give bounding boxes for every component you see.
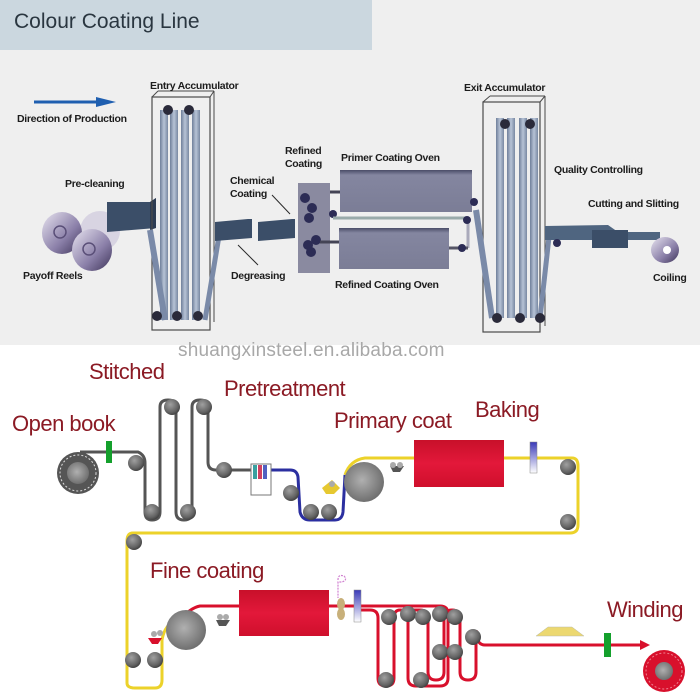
red-section-rollers (378, 606, 481, 688)
primer-coating-oven (340, 170, 472, 212)
baking-oven (414, 440, 504, 487)
winding-arrow-icon (640, 640, 650, 650)
label-chemical-coating-line2: Coating (230, 188, 267, 200)
fine-coating-gauge (353, 589, 362, 623)
label-chemical-coating-line1: Chemical (230, 175, 275, 187)
return-roller-bottom (560, 514, 576, 530)
payoff-reels-icon (42, 211, 120, 271)
turn-roller (126, 534, 142, 550)
label-quality-controlling: Quality Controlling (554, 164, 643, 176)
entry-accumulator (147, 90, 223, 331)
degreasing-unit (215, 219, 252, 241)
label-entry-accumulator: Entry Accumulator (150, 80, 239, 92)
winding-marker (604, 633, 611, 657)
title-bar: Colour Coating Line (0, 0, 372, 50)
inspection-table (535, 626, 585, 637)
label-exit-accumulator: Exit Accumulator (464, 82, 546, 94)
label-refined-coating-oven: Refined Coating Oven (335, 279, 439, 291)
chemical-coating-unit (258, 219, 295, 241)
return-roller-top (560, 459, 576, 475)
label-coiling: Coiling (653, 272, 687, 284)
label-primer-coating-oven: Primer Coating Oven (341, 152, 440, 164)
label-refined-coating-line2: Coating (285, 158, 322, 170)
fine-coating-roller (148, 610, 230, 650)
fine-coat-feed-roller-1 (125, 652, 141, 668)
open-book-reel-icon (57, 452, 99, 494)
label-fine-coating: Fine coating (150, 558, 264, 583)
coiling-reel-icon (651, 237, 679, 263)
stitched-rollers (128, 399, 232, 520)
label-winding: Winding (607, 597, 683, 622)
label-cutting-and-slitting: Cutting and Slitting (588, 198, 679, 210)
pretreatment-rollers (283, 485, 337, 520)
label-stitched: Stitched (89, 359, 165, 384)
exit-accumulator (473, 95, 553, 333)
label-open-book: Open book (12, 411, 116, 436)
label-primary-coat: Primary coat (334, 408, 452, 433)
diagram-title: Colour Coating Line (14, 10, 200, 33)
strip-yellow-section (125, 456, 580, 690)
label-pretreatment: Pretreatment (224, 376, 346, 401)
watermark: shuangxinsteel.en.alibaba.com (178, 340, 445, 361)
fine-coat-feed-roller-2 (147, 652, 163, 668)
label-pre-cleaning: Pre-cleaning (65, 178, 125, 190)
label-direction-of-production: Direction of Production (17, 113, 127, 125)
label-refined-coating-line1: Refined (285, 145, 322, 157)
winding-reel-icon (643, 650, 685, 692)
direction-arrow-icon (34, 97, 116, 107)
label-baking: Baking (475, 397, 540, 422)
label-payoff-reels: Payoff Reels (23, 270, 83, 282)
strip-blue-section (270, 468, 347, 522)
pretreatment-tank (250, 463, 272, 496)
chemical-coating-pointer (271, 194, 291, 215)
cooling-unit (337, 574, 347, 620)
baking-gauge (529, 441, 538, 474)
label-degreasing: Degreasing (231, 270, 286, 282)
cutting-and-slitting-unit (545, 225, 660, 248)
open-book-marker (106, 441, 112, 463)
refined-coating-oven (339, 228, 449, 269)
primary-coat-roller (322, 462, 404, 502)
refined-coating-unit (298, 183, 337, 273)
fine-coating-oven (239, 590, 329, 636)
degreasing-pointer (237, 244, 259, 266)
